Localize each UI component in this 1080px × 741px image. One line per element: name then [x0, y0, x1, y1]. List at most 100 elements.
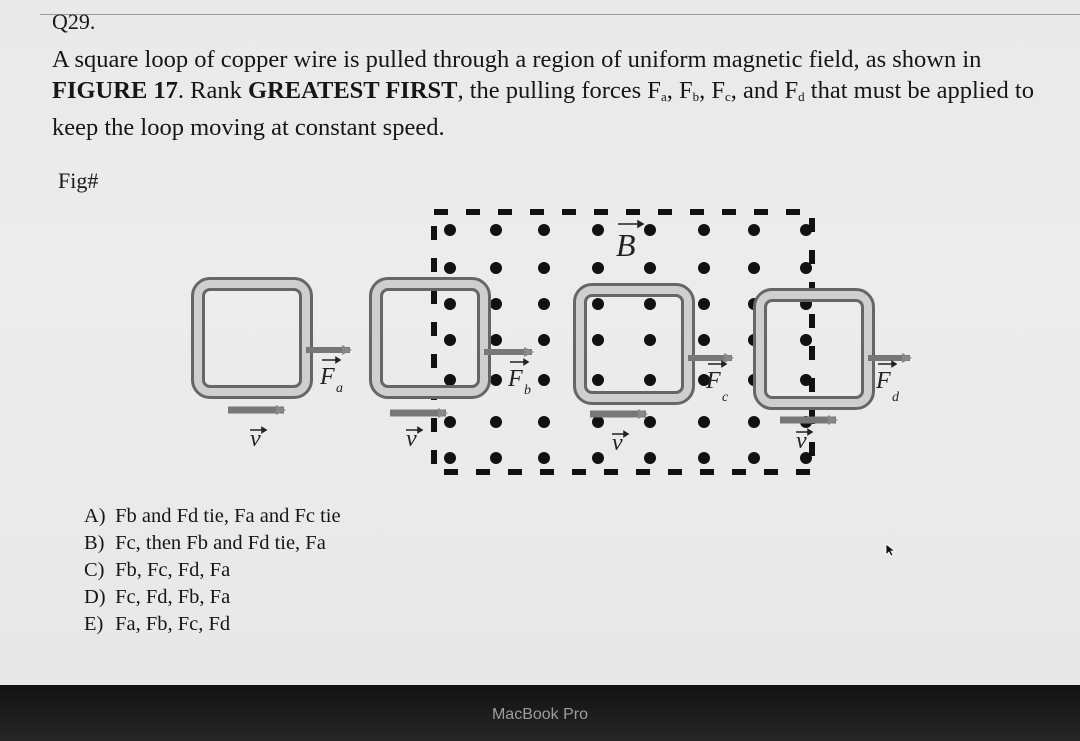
- q-part: that must be applied to keep the loop mo…: [52, 77, 1034, 141]
- loop-d: [753, 288, 875, 410]
- field-dot: [644, 298, 656, 310]
- velocity-label-c: v: [612, 430, 623, 456]
- field-dot: [592, 224, 604, 236]
- field-dot: [444, 374, 456, 386]
- force-label-d: F: [875, 368, 891, 394]
- field-dot: [490, 224, 502, 236]
- field-dot: [644, 452, 656, 464]
- field-dot: [444, 224, 456, 236]
- choice-letter: D): [84, 586, 106, 608]
- choice-text: Fc, Fd, Fb, Fa: [115, 586, 231, 608]
- mouse-cursor-icon: [885, 543, 897, 557]
- q-emphasis: GREATEST FIRST: [248, 77, 458, 104]
- choice-text: Fb, Fc, Fd, Fa: [115, 559, 231, 581]
- field-dot: [490, 452, 502, 464]
- field-dot: [490, 374, 502, 386]
- field-dot: [490, 416, 502, 428]
- force-label-a: F: [319, 364, 335, 390]
- field-dot: [698, 298, 710, 310]
- q-part: . Rank: [177, 77, 249, 104]
- field-dot: [644, 262, 656, 274]
- choice-letter: B): [84, 532, 105, 554]
- choice-text: Fa, Fb, Fc, Fd: [115, 613, 231, 635]
- field-dot: [444, 416, 456, 428]
- force-label-c: F: [705, 368, 721, 394]
- q-sub: a: [660, 89, 667, 104]
- force-label-b: F: [507, 366, 523, 392]
- field-dot: [444, 262, 456, 274]
- loop-c: [573, 283, 695, 405]
- loop-a: [191, 277, 313, 399]
- field-dot: [800, 262, 812, 274]
- question-text: A square loop of copper wire is pulled t…: [52, 44, 1062, 143]
- field-dot: [538, 452, 550, 464]
- field-dot: [698, 224, 710, 236]
- figure-label: Fig#: [58, 168, 99, 193]
- question-number: Q29.: [52, 9, 96, 34]
- velocity-label-d: v: [796, 428, 807, 454]
- field-dot: [490, 334, 502, 346]
- field-dot: [538, 224, 550, 236]
- choice-letter: E): [84, 613, 104, 635]
- q-part: , F: [666, 77, 693, 104]
- field-dot: [444, 334, 456, 346]
- choice-letter: C): [84, 559, 105, 581]
- loop-b: [369, 277, 491, 399]
- field-dot: [490, 262, 502, 274]
- field-dot: [538, 262, 550, 274]
- field-dot: [698, 374, 710, 386]
- force-sub-c: c: [722, 390, 729, 405]
- field-dot: [592, 334, 604, 346]
- choice-a[interactable]: A) Fb and Fd tie, Fa and Fc tie: [84, 503, 341, 530]
- field-dot: [698, 416, 710, 428]
- field-dot: [800, 224, 812, 236]
- laptop-bezel: [0, 685, 1080, 741]
- field-dot: [698, 262, 710, 274]
- choice-e[interactable]: E) Fa, Fb, Fc, Fd: [84, 611, 341, 638]
- q-figure-ref: FIGURE 17: [52, 77, 178, 104]
- q-part: , the pulling forces F: [457, 77, 661, 104]
- force-sub-b: b: [524, 383, 531, 398]
- field-dot: [538, 298, 550, 310]
- field-dot: [538, 374, 550, 386]
- field-dot: [748, 452, 760, 464]
- q-part: , F: [699, 77, 725, 104]
- screen: Q29. A square loop of copper wire is pul…: [0, 0, 1080, 685]
- choice-text: Fb and Fd tie, Fa and Fc tie: [115, 505, 341, 527]
- field-dot: [592, 452, 604, 464]
- velocity-label-b: v: [406, 426, 417, 452]
- q-sub: d: [798, 89, 805, 104]
- field-dots: [444, 224, 812, 464]
- choice-c[interactable]: C) Fb, Fc, Fd, Fa: [84, 557, 341, 584]
- field-dot: [698, 452, 710, 464]
- field-dot: [644, 374, 656, 386]
- field-dot: [800, 334, 812, 346]
- q-sub: c: [725, 89, 731, 104]
- field-dot: [644, 416, 656, 428]
- field-dot: [748, 262, 760, 274]
- field-dot: [800, 374, 812, 386]
- divider: [40, 14, 1080, 15]
- q-part: , and F: [730, 77, 799, 104]
- field-dot: [592, 262, 604, 274]
- figure-17: B F a F b F c F d v v v v: [191, 209, 912, 475]
- field-dot: [538, 334, 550, 346]
- field-dot: [444, 298, 456, 310]
- field-dot: [592, 298, 604, 310]
- field-dot: [592, 374, 604, 386]
- q-part: A square loop of copper wire is pulled t…: [52, 46, 982, 73]
- field-dot: [644, 334, 656, 346]
- field-dot: [748, 416, 760, 428]
- force-sub-d: d: [892, 390, 900, 405]
- choice-b[interactable]: B) Fc, then Fb and Fd tie, Fa: [84, 530, 341, 557]
- velocity-label-a: v: [250, 426, 261, 452]
- field-dot: [490, 298, 502, 310]
- choice-letter: A): [84, 505, 106, 527]
- field-dot: [698, 334, 710, 346]
- bezel-brand-label: MacBook Pro: [491, 706, 589, 723]
- force-sub-a: a: [336, 381, 343, 396]
- q-sub: b: [692, 89, 700, 104]
- field-dot: [644, 224, 656, 236]
- choice-d[interactable]: D) Fc, Fd, Fb, Fa: [84, 584, 341, 611]
- field-label: B: [616, 227, 636, 263]
